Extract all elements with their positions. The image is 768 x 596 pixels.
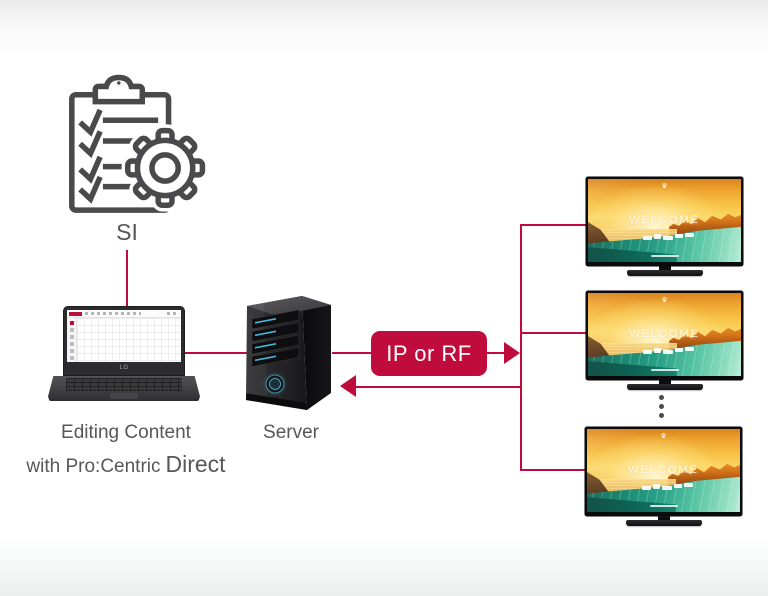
laptop-logo: LG	[119, 364, 129, 371]
resort-logo-icon: ♛	[660, 433, 667, 441]
welcome-text: WELCOME	[629, 327, 700, 340]
server-illustration	[246, 296, 331, 410]
laptop-chin: LG	[67, 362, 181, 373]
si-label: SI	[116, 219, 138, 245]
pool-foreground	[588, 247, 677, 262]
tv-neck	[657, 516, 670, 520]
editor-grid-canvas	[77, 318, 181, 362]
connector-return	[356, 386, 521, 388]
pool-foreground	[587, 497, 676, 512]
sunset-sea	[588, 342, 677, 355]
editor-window	[67, 310, 181, 362]
editor-sidebar	[67, 318, 77, 362]
connector-si-laptop	[126, 250, 128, 308]
editor-tool-icons	[85, 312, 141, 315]
si-clipboard-gear-icon	[69, 74, 209, 213]
connector-branch-tv3	[522, 469, 585, 471]
laptop-screen: LG	[63, 306, 185, 376]
welcome-text: WELCOME	[629, 213, 700, 226]
resort-logo-icon: ♛	[661, 297, 668, 305]
resort-pools	[587, 476, 740, 512]
caption-line2-prefix: with Pro:Centric	[26, 456, 161, 477]
sunset-cliffs	[669, 213, 741, 238]
connector-branch-tv1	[522, 224, 586, 226]
connector-badge-trunk	[487, 352, 505, 354]
arrowhead-right-icon	[504, 342, 520, 364]
tv-neck	[658, 380, 671, 384]
tv-neck	[658, 266, 671, 270]
laptop-base	[48, 376, 200, 401]
sunset-sea	[588, 228, 677, 241]
tv-stand	[626, 384, 703, 390]
laptop-keyboard	[66, 378, 182, 391]
resort-logo-icon: ♛	[661, 183, 668, 191]
sunset-cliffs	[668, 463, 740, 488]
resort-buildings	[642, 480, 703, 491]
foreground-rock	[588, 222, 611, 244]
tv-display-3: ♛ WELCOME	[585, 427, 742, 526]
server-label: Server	[263, 422, 319, 443]
tv-bezel: ♛ WELCOME	[586, 291, 743, 380]
tv-bezel: ♛ WELCOME	[585, 427, 742, 516]
editor-toolbar	[67, 310, 181, 318]
editor-logo	[69, 311, 82, 316]
tv-screen: ♛ WELCOME	[588, 293, 741, 376]
foreground-rock	[588, 336, 611, 358]
tv-stand	[626, 270, 703, 276]
arrowhead-left-icon	[340, 375, 356, 397]
connector-laptop-server	[183, 352, 250, 354]
editor-right-icons	[167, 312, 179, 315]
sunset-sea	[587, 478, 676, 491]
connector-server-badge	[332, 352, 372, 354]
screen-caption-bar	[650, 369, 679, 372]
welcome-text: WELCOME	[628, 463, 699, 476]
tv-stand	[625, 520, 702, 526]
tv-display-2: ♛ WELCOME	[586, 291, 743, 390]
tv-bezel: ♛ WELCOME	[586, 177, 743, 266]
screen-caption-bar	[649, 505, 678, 508]
screen-caption-bar	[650, 255, 679, 258]
tv-display-1: ♛ WELCOME	[586, 177, 743, 276]
more-tvs-ellipsis	[659, 395, 664, 422]
connector-branch-tv2	[522, 332, 586, 334]
caption-line2-emphasis: Direct	[165, 451, 226, 477]
resort-pools	[588, 340, 741, 376]
tv-screen: ♛ WELCOME	[587, 429, 740, 512]
resort-pools	[588, 226, 741, 262]
pool-foreground	[588, 361, 677, 376]
laptop-illustration: LG	[48, 299, 200, 403]
sunset-cliffs	[669, 327, 741, 352]
resort-buildings	[643, 230, 704, 241]
laptop-trackpad	[110, 393, 138, 399]
ip-rf-badge: IP or RF	[371, 331, 487, 376]
tv-screen: ♛ WELCOME	[588, 179, 741, 262]
caption-editing-line1: Editing Content	[61, 422, 191, 443]
foreground-rock	[587, 472, 610, 494]
connector-trunk	[520, 224, 522, 471]
resort-buildings	[643, 344, 704, 355]
